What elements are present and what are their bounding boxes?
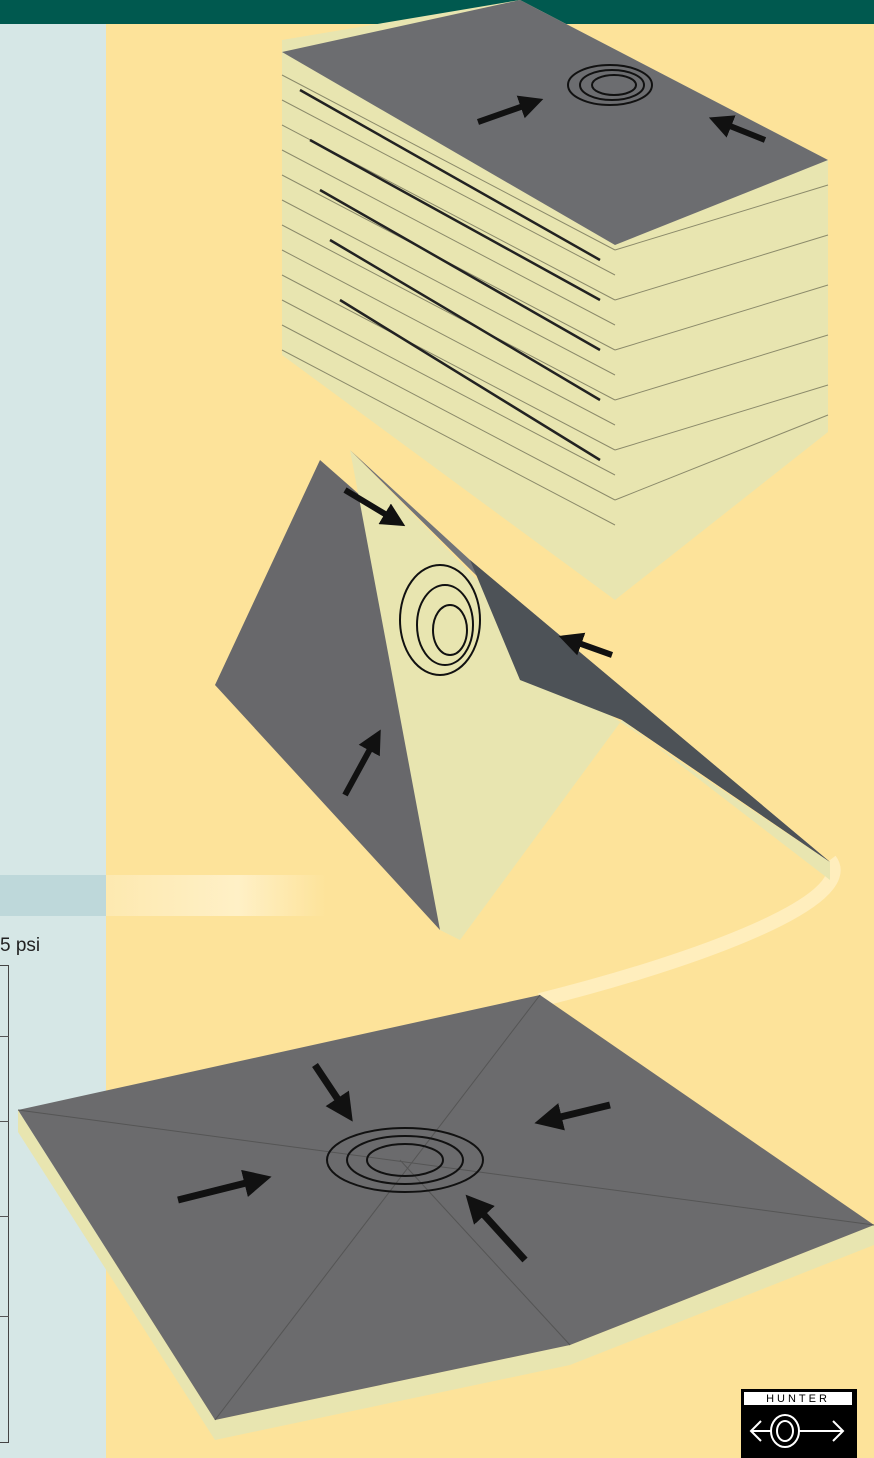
logo-wordmark: HUNTER bbox=[743, 1391, 853, 1406]
arrow-icon bbox=[534, 1101, 611, 1131]
flat-tapered-board bbox=[17, 994, 874, 1440]
section-band-swoosh bbox=[106, 875, 326, 916]
section-band bbox=[0, 875, 106, 916]
arrow-icon bbox=[312, 1063, 353, 1122]
table-fragment bbox=[0, 965, 9, 1443]
table-row-line bbox=[0, 1216, 9, 1217]
hunter-logo: HUNTER bbox=[741, 1389, 857, 1458]
table-row-line bbox=[0, 1121, 9, 1122]
arrow-icon bbox=[558, 632, 614, 658]
arrow-icon bbox=[477, 95, 544, 125]
arrow-icon bbox=[708, 115, 767, 143]
stacked-boards bbox=[281, 0, 829, 600]
arrow-icon bbox=[342, 729, 381, 797]
arrow-icon bbox=[177, 1169, 272, 1204]
table-row-line bbox=[0, 1036, 9, 1037]
drain-rings-icon bbox=[399, 564, 481, 676]
spiral-arrow-icon bbox=[749, 1414, 845, 1448]
arrow-icon bbox=[465, 1194, 528, 1263]
drain-rings-icon bbox=[567, 64, 653, 106]
swoosh-curve bbox=[538, 855, 841, 1007]
folded-tapered-board bbox=[215, 450, 830, 940]
arrow-icon bbox=[343, 487, 406, 527]
drain-rings-icon bbox=[326, 1127, 484, 1193]
pressure-text: 5 psi bbox=[0, 935, 41, 956]
table-row-line bbox=[0, 1316, 9, 1317]
